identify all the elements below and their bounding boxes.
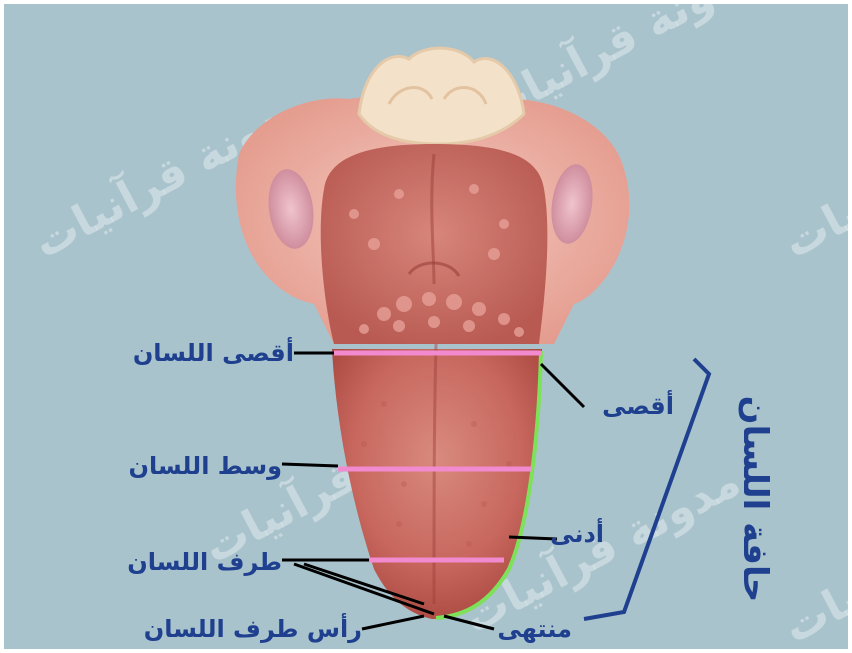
label-edge-far: أقصى xyxy=(602,390,674,420)
label-tongue-tip-region: طرف اللسان xyxy=(127,548,282,576)
tongue-illustration: مدونة قرآنيات مدونة قرآنيات مدونة قرآنيا… xyxy=(4,4,848,649)
label-tongue-edge: حافة اللسان xyxy=(735,396,775,603)
label-edge-near: أدنى xyxy=(550,518,604,548)
label-middle-of-tongue: وسط اللسان xyxy=(128,452,282,480)
label-edge-end: منتهى xyxy=(497,615,572,643)
label-tongue-tip-point: رأس طرف اللسان xyxy=(144,613,362,643)
label-back-of-tongue: أقصى اللسان xyxy=(133,337,294,367)
